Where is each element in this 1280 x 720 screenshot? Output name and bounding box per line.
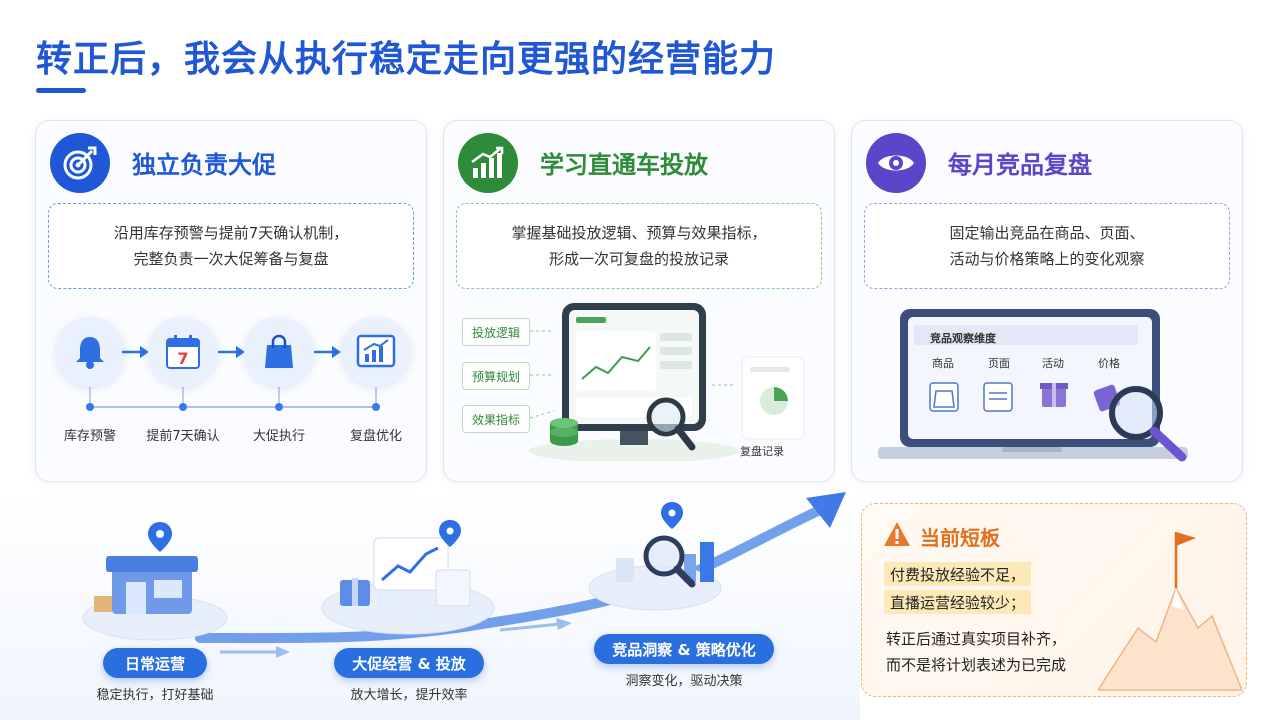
calendar-icon: 7: [148, 317, 218, 387]
tag-budget-planning: 预算规划: [462, 362, 530, 390]
target-icon: [50, 133, 110, 193]
shortfall-card: 当前短板 付费投放经验不足， 直播运营经验较少； 转正后通过真实项目补齐， 而不…: [861, 503, 1247, 697]
growth-path-illustration: [82, 492, 846, 658]
step-dot: [179, 403, 187, 411]
description-line: 形成一次可复盘的投放记录: [548, 250, 729, 268]
card-title: 学习直通车投放: [540, 151, 708, 179]
step-label: 大促执行: [252, 429, 305, 444]
step-label: 复盘优化: [349, 429, 402, 444]
step-promotion-execution: 大促执行: [239, 317, 319, 444]
stage-daily-operations: 日常运营: [103, 648, 207, 678]
tag-performance-metrics: 效果指标: [462, 405, 530, 433]
stage-competitor-insight: 竞品洞察 & 策略优化: [594, 634, 774, 664]
shortfall-note: 转正后通过真实项目补齐，: [886, 630, 1067, 648]
shortfall-note: 而不是将计划表述为已完成: [886, 656, 1067, 674]
dimension-label: 活动: [1042, 357, 1064, 370]
review-record-label: 复盘记录: [740, 445, 784, 458]
step-dot: [275, 403, 283, 411]
panel-title: 竞品观察维度: [930, 332, 996, 345]
arrow-right-icon: [122, 346, 149, 358]
description-line: 沿用库存预警与提前7天确认机制，: [113, 224, 349, 242]
description-line: 完整负责一次大促筹备与复盘: [133, 250, 329, 268]
step-dot: [86, 403, 94, 411]
step-dot: [372, 403, 380, 411]
arrow-right-icon: [314, 346, 341, 358]
description-line: 掌握基础投放逻辑、预算与效果指标，: [511, 224, 767, 242]
arrow-right-icon: [218, 346, 245, 358]
step-label: 库存预警: [63, 429, 116, 444]
mountain-flag-icon: [1098, 532, 1242, 691]
description-line: 固定输出竞品在商品、页面、: [949, 224, 1145, 242]
ads-dashboard-illustration: [529, 303, 805, 461]
warning-icon: [884, 522, 910, 546]
eye-icon: [866, 133, 926, 193]
card-description: 沿用库存预警与提前7天确认机制， 完整负责一次大促筹备与复盘: [48, 203, 414, 289]
description-line: 活动与价格策略上的变化观察: [949, 250, 1145, 268]
stage-subtitle: 放大增长，提升效率: [350, 688, 468, 703]
step-review-optimize: 复盘优化: [336, 317, 416, 444]
card-description: 固定输出竞品在商品、页面、 活动与价格策略上的变化观察: [864, 203, 1230, 289]
process-steps: 库存预警 7 提前7天确认 大促执行 复盘优化: [36, 317, 426, 447]
shortfall-highlight: 直播运营经验较少；: [884, 590, 1032, 614]
dimension-label: 页面: [988, 357, 1010, 370]
dimension-label: 价格: [1098, 357, 1120, 370]
step-inventory-warning: 库存预警: [50, 317, 130, 444]
step-confirm-7-days: 7 提前7天确认: [143, 317, 223, 444]
title-underline: [36, 88, 86, 93]
bell-icon: [55, 317, 125, 387]
laptop-illustration: [878, 309, 1188, 462]
shopping-bag-icon: [244, 317, 314, 387]
chart-monitor-icon: [341, 317, 411, 387]
growth-chart-icon: [458, 133, 518, 193]
card-through-train-ads: 学习直通车投放 掌握基础投放逻辑、预算与效果指标， 形成一次可复盘的投放记录 投…: [443, 120, 835, 482]
card-title: 每月竞品复盘: [948, 151, 1092, 179]
card-monthly-competitor-review: 每月竞品复盘 固定输出竞品在商品、页面、 活动与价格策略上的变化观察 竞品观察维…: [851, 120, 1243, 482]
stage-subtitle: 稳定执行，打好基础: [96, 688, 214, 703]
tag-ad-logic: 投放逻辑: [462, 318, 530, 346]
step-label: 提前7天确认: [146, 429, 220, 444]
card-promotion: 独立负责大促 沿用库存预警与提前7天确认机制， 完整负责一次大促筹备与复盘 库存…: [35, 120, 427, 482]
dimension-label: 商品: [932, 357, 954, 370]
calendar-number: 7: [177, 349, 188, 368]
shortfall-highlight: 付费投放经验不足，: [884, 562, 1032, 586]
page-title: 转正后，我会从执行稳定走向更强的经营能力: [36, 39, 777, 80]
card-description: 掌握基础投放逻辑、预算与效果指标， 形成一次可复盘的投放记录: [456, 203, 822, 289]
card-title: 独立负责大促: [132, 151, 276, 179]
stage-promotion-ads: 大促经营 & 投放: [334, 648, 484, 678]
stage-subtitle: 洞察变化，驱动决策: [625, 674, 743, 689]
shortfall-title: 当前短板: [920, 526, 1000, 550]
